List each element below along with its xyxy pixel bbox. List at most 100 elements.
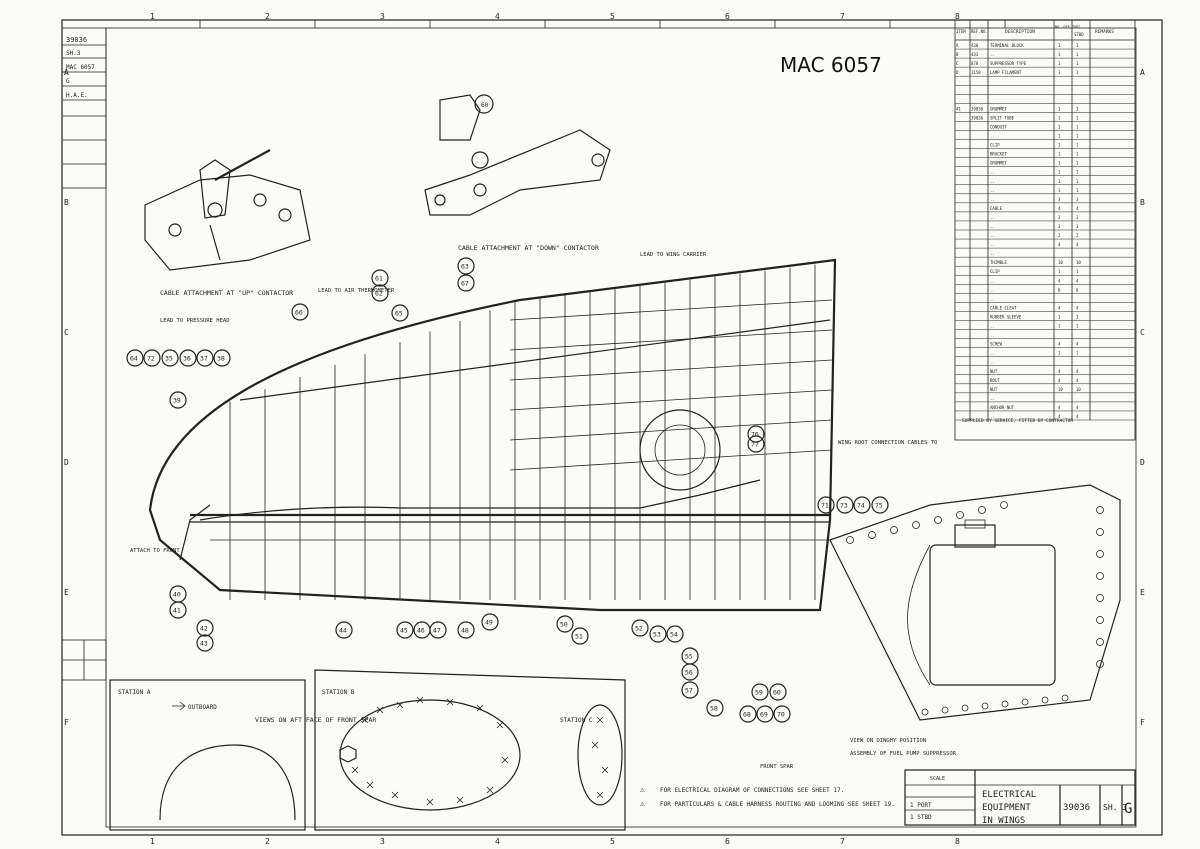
station-c-label: STATION C: [560, 717, 593, 724]
table-cell: 2: [1058, 233, 1061, 238]
balloon-number: 53: [653, 631, 661, 639]
balloon-number: 75: [875, 502, 883, 510]
balloon-number: 55: [685, 653, 693, 661]
table-cell: ..: [990, 197, 995, 202]
dinghy-detail: [829, 484, 1121, 721]
item-balloon: 48: [457, 621, 475, 639]
grid-row-label: C: [1140, 328, 1145, 337]
grid-row-label: E: [64, 588, 69, 597]
balloon-number: 69: [760, 711, 768, 719]
table-cell: ..: [990, 324, 995, 329]
table-cell: ..: [990, 215, 995, 220]
title-line-1: ELECTRICAL: [982, 790, 1036, 800]
drawing-number: 39036: [1063, 803, 1090, 813]
table-cell: C: [956, 61, 959, 66]
balloon-number: 48: [461, 627, 469, 635]
grid-column-label: 2: [265, 12, 270, 21]
table-cell: 1: [1076, 324, 1079, 329]
table-cell: 4: [1076, 378, 1079, 383]
grid-column-label: 1: [150, 837, 155, 846]
item-balloon: 47: [429, 621, 447, 639]
table-cell: B: [956, 52, 959, 57]
cable-up-label: CABLE ATTACHMENT AT "UP" CONTACTOR: [160, 289, 293, 297]
table-cell: 1: [1076, 314, 1079, 319]
table-cell: 1: [1076, 124, 1079, 129]
table-cell: 4: [1058, 305, 1061, 310]
item-balloon: 62: [371, 284, 389, 302]
table-cell: ..: [990, 52, 995, 57]
left-block-line: G: [66, 78, 70, 85]
item-balloon: 36: [179, 349, 197, 367]
item-balloon: 38: [213, 349, 231, 367]
balloon-number: 73: [840, 502, 848, 510]
assy-fuel-label: ASSEMBLY OF FUEL PUMP SUPPRESSOR: [850, 751, 957, 757]
table-cell: CLIP: [990, 143, 1000, 148]
table-cell: ..: [990, 333, 995, 338]
table-cell: 4: [1076, 414, 1079, 419]
item-balloon: 66: [291, 303, 309, 321]
parts-list-table: ITEM REF.NO. DESCRIPTION NO. OFF PORT ST…: [954, 19, 1136, 441]
item-balloon: 39: [169, 391, 187, 409]
balloon-number: 37: [200, 355, 208, 363]
table-cell: 4: [1058, 405, 1061, 410]
table-cell: 4: [1058, 206, 1061, 211]
item-balloon: 77: [747, 435, 765, 453]
item-balloon: 55: [681, 647, 699, 665]
lead-wing-label: LEAD TO WING CARRIER: [640, 252, 707, 258]
detail-down-contactor: 60 CABLE ATTACHMENT AT "DOWN" CONTACTOR …: [424, 94, 707, 258]
table-cell: 1: [1076, 152, 1079, 157]
table-cell: 39036: [971, 115, 984, 120]
table-cell: 10: [1058, 260, 1063, 265]
table-cell: 6: [1058, 287, 1061, 292]
balloon-number: 63: [461, 263, 469, 271]
table-cell: LAMP FILAMENT: [990, 70, 1022, 75]
item-balloon: 43: [196, 634, 214, 652]
balloon-number: 60: [773, 689, 781, 697]
balloon-number: 74: [857, 502, 865, 510]
grid-column-label: 6: [725, 837, 730, 846]
table-cell: ..: [990, 360, 995, 365]
rivet-marks: [351, 696, 609, 806]
balloon-number: 65: [395, 310, 403, 318]
detail-up-contactor: CABLE ATTACHMENT AT "UP" CONTACTOR: [144, 149, 311, 297]
table-cell: 1: [1058, 43, 1061, 48]
balloon-number: 54: [670, 631, 678, 639]
inner-border: [105, 27, 1137, 828]
grid-row-label: B: [1140, 198, 1145, 207]
table-cell: 1: [1058, 124, 1061, 129]
item-balloon: 37: [196, 349, 214, 367]
item-balloon: 70: [773, 705, 791, 723]
table-cell: 1: [1076, 61, 1079, 66]
grid-column-label: 1: [150, 12, 155, 21]
table-cell: 1: [1076, 161, 1079, 166]
item-balloon: 51: [571, 627, 589, 645]
spar-views: STATION A OUTBOARD STATION B STATION C: [109, 669, 626, 831]
item-balloon: 44: [335, 621, 353, 639]
table-cell: 3: [1058, 224, 1061, 229]
table-cell: A: [956, 43, 959, 48]
balloon-number: 36: [183, 355, 191, 363]
grid-row-label: F: [64, 718, 69, 727]
balloon-number: 59: [755, 689, 763, 697]
table-cell: RUBBER SLEEVE: [990, 314, 1022, 319]
table-cell: 2: [1058, 215, 1061, 220]
item-balloon: 52: [631, 619, 649, 637]
table-cell: ..: [990, 278, 995, 283]
wing-root-label: WING ROOT CONNECTION CABLES TO: [838, 440, 937, 446]
table-header: STBD: [1074, 32, 1084, 37]
balloon-number: 71: [821, 502, 829, 510]
grid-row-label: C: [64, 328, 69, 337]
cable-down-label: CABLE ATTACHMENT AT "DOWN" CONTACTOR: [458, 244, 599, 252]
item-balloon: 35: [161, 349, 179, 367]
item-balloon: 60: [769, 683, 787, 701]
station-a-label: STATION A: [118, 689, 151, 696]
item-balloon: 73: [836, 496, 854, 514]
item-balloon: 53: [649, 625, 667, 643]
table-cell: ..: [990, 396, 995, 401]
table-cell: CABLE: [990, 206, 1003, 211]
balloon-number: 70: [777, 711, 785, 719]
table-cell: 1: [1076, 70, 1079, 75]
table-cell: 1: [1076, 143, 1079, 148]
